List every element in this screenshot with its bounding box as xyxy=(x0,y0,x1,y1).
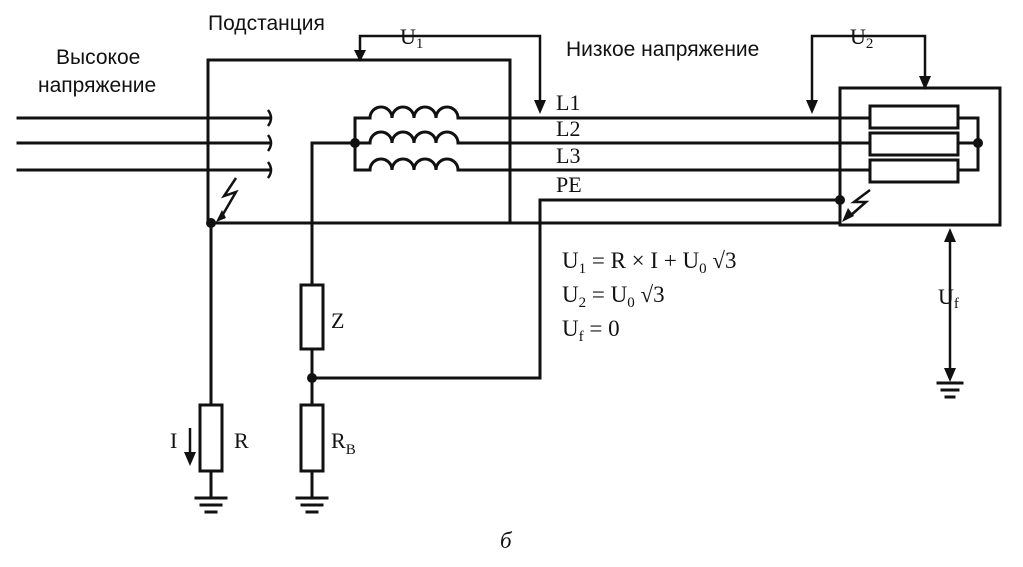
ground-icon-uf xyxy=(936,381,964,399)
rb-label: RB xyxy=(331,428,356,458)
i-label: I xyxy=(170,428,177,453)
hv-lines xyxy=(16,109,273,179)
u2-label: U2 xyxy=(850,24,873,52)
uf-label: Uf xyxy=(938,284,959,312)
equation-3: Uf = 0 xyxy=(562,316,620,345)
rb-resistor xyxy=(299,403,325,473)
uf-measure xyxy=(936,228,964,399)
substation-label: Подстанция xyxy=(208,12,325,35)
l2-label: L2 xyxy=(556,116,580,141)
equation-1: U1 = R × I + U0 √3 xyxy=(562,248,737,277)
r-resistor xyxy=(198,403,224,473)
current-arrow-icon xyxy=(184,428,196,466)
z-label: Z xyxy=(331,308,344,333)
pe-label: PE xyxy=(556,172,582,197)
equation-2: U2 = U0 √3 xyxy=(562,282,665,311)
u1-measure xyxy=(354,34,546,114)
low-voltage-label: Низкое напряжение xyxy=(566,38,759,61)
high-voltage-label-line1: Высокое xyxy=(56,46,140,69)
high-voltage-label-line2: напряжение xyxy=(38,74,156,97)
l1-label: L1 xyxy=(556,90,580,115)
transformer-windings xyxy=(350,105,882,172)
hv-fault-symbol xyxy=(216,177,239,222)
neutral-path xyxy=(295,141,357,514)
equations: U1 = R × I + U0 √3 U2 = U0 √3 Uf = 0 xyxy=(562,248,737,345)
substation-earth-path xyxy=(184,218,842,514)
r-label: R xyxy=(234,428,249,453)
consumer-box xyxy=(838,86,1002,227)
u1-label: U1 xyxy=(400,24,423,52)
figure-caption: б xyxy=(500,528,513,553)
ground-icon-rb xyxy=(295,496,329,514)
u2-measure xyxy=(806,34,931,114)
ground-icon-r xyxy=(194,496,228,514)
pe-conductor xyxy=(310,198,842,380)
l3-label: L3 xyxy=(556,143,580,168)
consumer-fault-symbol xyxy=(835,189,871,222)
z-impedance xyxy=(299,283,325,351)
load-resistors xyxy=(868,104,983,184)
